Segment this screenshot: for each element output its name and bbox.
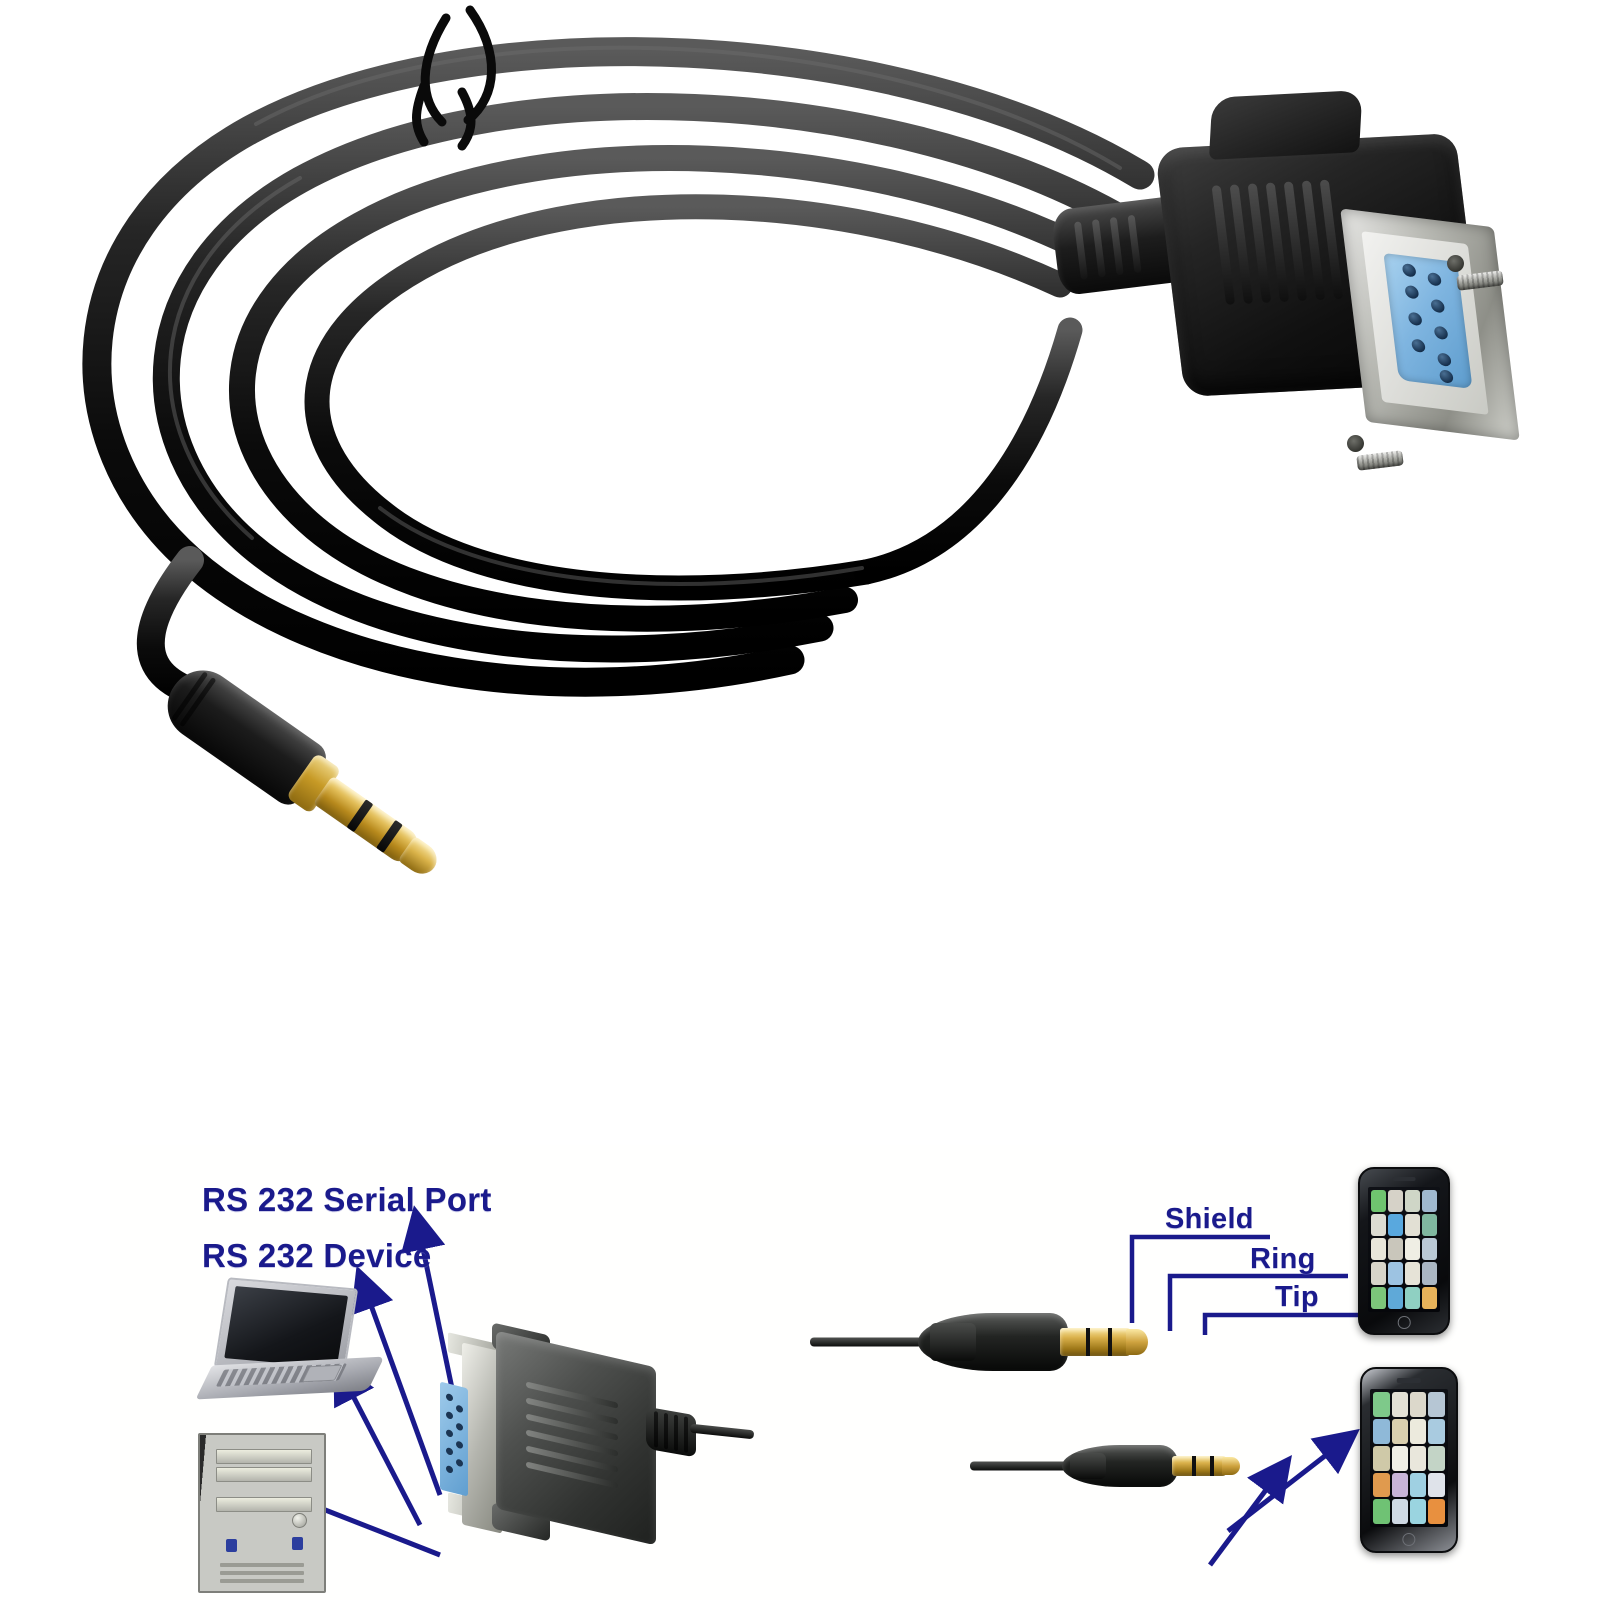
plug-contacts-lower: [1172, 1455, 1226, 1477]
phone-bottom-home-button: [1402, 1533, 1416, 1547]
phone-top-home-button: [1397, 1316, 1411, 1329]
plug-tip-lower: [1222, 1456, 1240, 1476]
cable-coil: [82, 5, 1155, 714]
plug-insulator-upper-2: [1108, 1328, 1112, 1356]
phone-bottom-speaker: [1396, 1378, 1422, 1383]
phone-top-body: [1358, 1167, 1450, 1335]
laptop-screen: [224, 1286, 349, 1368]
jackscrew-hole-bottom: [1347, 435, 1364, 452]
label-rs232-device: RS 232 Device: [202, 1237, 432, 1274]
db9-strain-relief: [646, 1406, 696, 1458]
plug-contacts-upper: [1060, 1328, 1130, 1356]
desktop-tower-illustration: [198, 1433, 326, 1593]
plug-cable-upper: [810, 1337, 940, 1347]
label-shield: Shield: [1165, 1203, 1254, 1235]
db9-pin-insulator: [440, 1381, 468, 1497]
label-tip: Tip: [1275, 1281, 1319, 1313]
plug-insulator-lower-2: [1210, 1455, 1214, 1477]
plug-tip-upper: [1126, 1329, 1148, 1355]
plug-insulator-upper-1: [1086, 1328, 1090, 1356]
db9-female-connector: [1050, 89, 1555, 505]
hood-thumb-tab: [1208, 89, 1363, 160]
laptop-illustration: [195, 1277, 385, 1405]
phone-top-illustration: [1358, 1167, 1450, 1335]
phone-bottom-illustration: [1360, 1367, 1458, 1553]
plug-neck-upper: [930, 1323, 976, 1361]
connection-diagram: RS 232 Serial Port RS 232 Device Shield …: [110, 1145, 1510, 1600]
label-ring: Ring: [1250, 1243, 1316, 1275]
power-button: [292, 1513, 307, 1528]
jackscrew-bottom: [1356, 450, 1404, 471]
front-port-2: [292, 1537, 303, 1550]
db9-connector-illustration: [440, 1322, 755, 1553]
phone-top-screen: [1367, 1187, 1441, 1312]
tower-body: [198, 1433, 326, 1593]
phone-top-speaker: [1392, 1177, 1416, 1182]
phone-bottom-screen: [1370, 1389, 1448, 1528]
db9-hood: [496, 1330, 656, 1546]
front-port-1: [226, 1539, 237, 1552]
product-photo: [0, 0, 1600, 1000]
jackscrew-hole-top: [1447, 255, 1464, 272]
trs-plug-lower-illustration: [970, 1445, 1240, 1487]
plug-insulator-lower-1: [1192, 1455, 1196, 1477]
plug-cable-lower: [970, 1461, 1080, 1471]
trs-plug-upper-illustration: [810, 1313, 1148, 1371]
plug-neck-lower: [1070, 1452, 1106, 1480]
label-rs232-serial-port: RS 232 Serial Port: [202, 1181, 492, 1218]
phone-bottom-body: [1360, 1367, 1458, 1553]
